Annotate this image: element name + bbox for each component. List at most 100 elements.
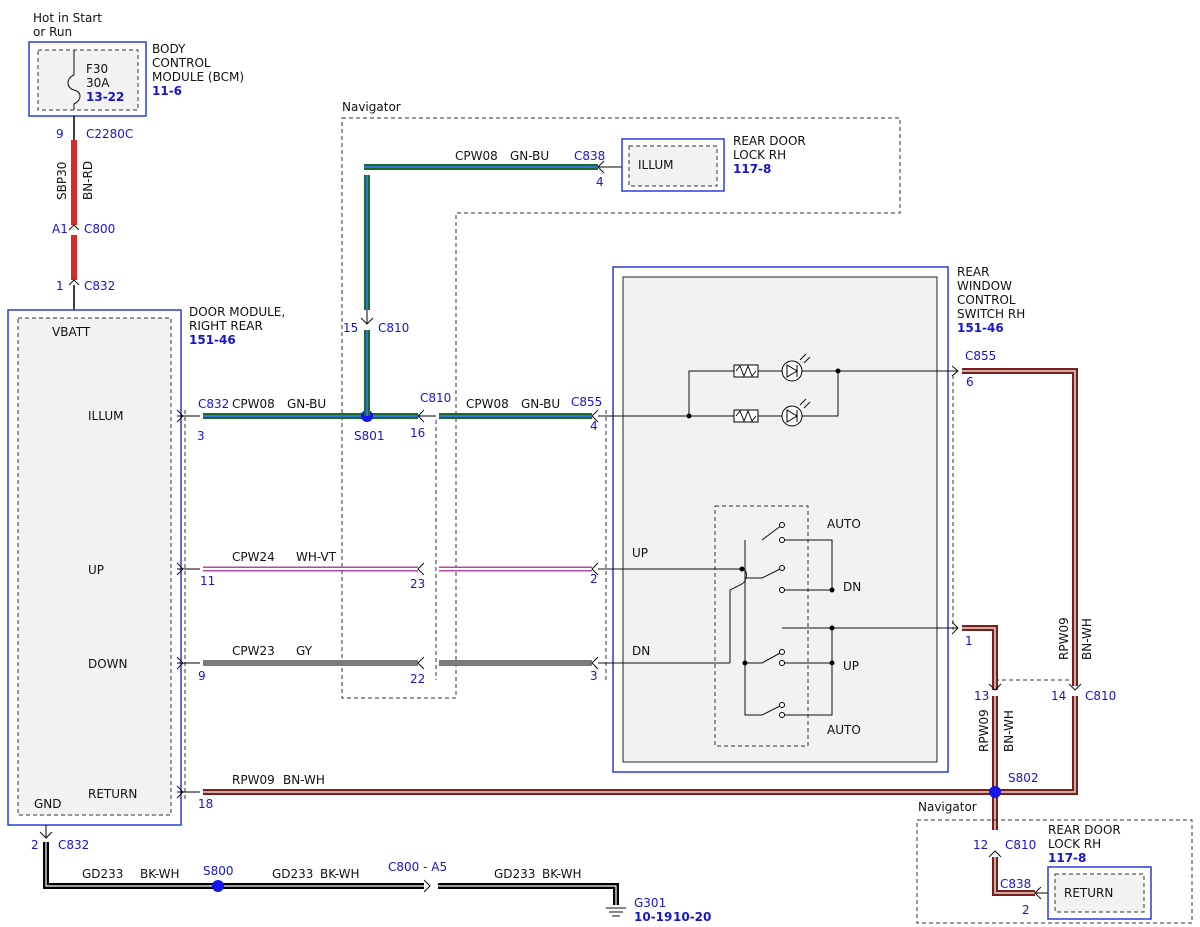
connector-c832-gnd: C832 [58,838,89,852]
junction-dn [829,587,835,593]
wire-cpw08-label-top: CPW08 [455,149,498,163]
contact-auto-dn-a [779,702,785,708]
c800-a5-mark [423,879,431,893]
c855-6-mark [951,365,959,377]
splice-s801-label: S801 [354,429,385,443]
wire-gd233-label-b: GD233 [272,867,313,881]
rear-door-lock-inner-top [628,145,718,187]
pin-3-c855: 3 [590,669,598,683]
navigator-label-bottom: Navigator [918,800,977,814]
rear-door-lock-label-top: REAR DOOR LOCK RH [733,134,810,162]
contact-dn-b [779,587,785,593]
connector-c810-top: C810 [378,321,409,335]
c810-up-mark [417,562,425,576]
c855-1-mark [951,621,959,635]
led-junction-right [835,368,841,374]
c810-13-mark [988,683,1002,691]
switch-contacts-outline [714,505,809,747]
connector-c810-illum: C810 [420,391,451,405]
pin-22: 22 [410,672,425,686]
door-module-inner [17,317,172,816]
wire-gy-label: GY [296,644,313,658]
rear-door-lock-ref-top: 117-8 [733,162,771,176]
fuse-icon [67,50,81,110]
pin-1-c855: 1 [965,634,973,648]
rwcs-label: REAR WINDOW CONTROL SWITCH RH [957,265,1025,321]
led-junction-left [686,413,692,419]
wire-rpw09-label-b: RPW09 [977,709,991,752]
door-module-label: DOOR MODULE, RIGHT REAR [189,305,289,333]
rwcs-inner [622,276,938,763]
bcm-inner [37,49,139,111]
wire-gn-bu-label-top: GN-BU [510,149,549,163]
rear-door-lock-inner-bottom [1054,873,1145,913]
return-box-label: RETURN [1064,886,1113,900]
splice-s802-label: S802 [1008,771,1039,785]
switch-auto-label: AUTO [827,517,861,531]
wire-cpw08-label-a: CPW08 [232,397,275,411]
wire-wh-vt-label: WH-VT [296,550,337,564]
bcm-label: BODY CONTROL MODULE (BCM) [152,42,244,84]
rear-door-lock-label-bottom: REAR DOOR LOCK RH [1048,823,1125,851]
vbatt-label: VBATT [52,325,91,339]
pin-1: 1 [56,279,64,293]
pin-2-c855: 2 [590,572,598,586]
connector-c855-illum: C855 [571,395,602,409]
led-rays [799,353,811,364]
junction-upin [739,566,745,572]
g301-label: G301 [634,896,666,910]
pin-9-down: 9 [198,669,206,683]
pin-14: 14 [1051,689,1066,703]
wire-gn-bu-label-a: GN-BU [287,397,326,411]
pin-13: 13 [974,689,989,703]
switch-in-up-label: UP [632,546,648,560]
fuse-ref: 13-22 [86,90,124,104]
connector-c838-top: C838 [574,149,605,163]
splice-s800-label: S800 [203,864,234,878]
pin-2-gnd: 2 [31,838,39,852]
wire-rpw09-label-a: RPW09 [232,773,275,787]
contact-auto-up-b [779,537,785,543]
pin-3: 3 [197,429,205,443]
wire-bn-wh-label-a: BN-WH [283,773,325,787]
junction-mid [829,625,835,631]
wire-rpw09-lock-stripe [994,857,1035,894]
ground-icon [606,907,626,917]
contact-auto-up [779,522,785,528]
connector-c800-mark [68,224,80,231]
connector-c810-right: C810 [1085,689,1116,703]
hot-label: Hot in Start or Run [33,11,106,39]
c855-up-mark [591,562,599,576]
connector-c810-bottom: C810 [1005,838,1036,852]
wire-rpw09-switch-stripe [962,627,996,690]
pin-4-top: 4 [596,175,604,189]
splice-s800 [212,880,224,892]
contact-up-b [779,660,785,666]
junction-left [742,660,748,666]
wire-gd233-right-stripe [438,885,617,905]
pin-12: 12 [973,838,988,852]
illum-label: ILLUM [88,409,123,423]
rear-door-lock-ref-bottom: 117-8 [1048,851,1086,865]
down-label: DOWN [88,657,128,671]
connector-c800: C800 [84,222,115,236]
wire-bn-wh-label-b: BN-WH [1002,710,1016,752]
connector-c2280c: C2280C [86,127,133,141]
connector-c838-bottom: C838 [1000,877,1031,891]
c810-14-mark [1068,683,1082,691]
wire-cpw23-label: CPW23 [232,644,275,658]
wire-gd233-right [438,883,619,905]
switch-up-label: UP [843,659,859,673]
wire-gn-bu-label-b: GN-BU [521,397,560,411]
c855-down-mark [591,656,599,670]
switch-contacts [598,524,958,716]
door-module-ref: 151-46 [189,333,236,347]
connector-c855-right: C855 [965,349,996,363]
wire-cpw24-label: CPW24 [232,550,275,564]
resistor-zigzag [735,364,757,378]
c810-12-mark [988,850,1002,858]
wire-cpw08-label-b: CPW08 [466,397,509,411]
fuse-label: F30 30A [86,62,112,90]
led-diode-2 [786,409,798,423]
